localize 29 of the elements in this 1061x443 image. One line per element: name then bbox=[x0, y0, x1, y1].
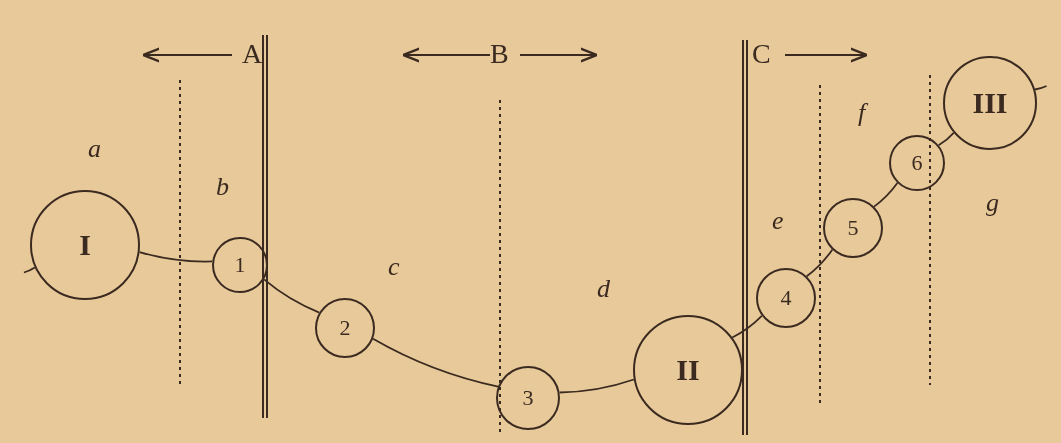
circle-node: 3 bbox=[496, 366, 560, 430]
connector-line bbox=[937, 131, 955, 147]
zone-letter: g bbox=[986, 190, 999, 216]
zone-letter: e bbox=[772, 208, 784, 234]
connector-line bbox=[1034, 85, 1048, 91]
zone-letter: f bbox=[858, 100, 866, 126]
connector-line bbox=[138, 251, 214, 263]
connector-line bbox=[558, 378, 635, 394]
circle-node: II bbox=[633, 315, 743, 425]
connector-line bbox=[372, 337, 499, 388]
circle-node: 4 bbox=[756, 268, 816, 328]
boundary-letter: A bbox=[242, 40, 263, 68]
circle-node: 6 bbox=[889, 135, 945, 191]
connector-line bbox=[805, 248, 834, 278]
connector-line bbox=[263, 278, 321, 314]
connector-line bbox=[873, 182, 899, 208]
boundary-letter: C bbox=[752, 40, 771, 68]
circle-node: 2 bbox=[315, 298, 375, 358]
circle-node: I bbox=[30, 190, 140, 300]
connector-line bbox=[23, 266, 36, 274]
zone-letter: b bbox=[216, 174, 229, 200]
circle-node: 1 bbox=[212, 237, 268, 293]
zone-letter: c bbox=[388, 254, 400, 280]
circle-node: 5 bbox=[823, 198, 883, 258]
connector-line bbox=[731, 314, 763, 339]
zone-letter: d bbox=[597, 276, 610, 302]
circle-node: III bbox=[943, 56, 1037, 150]
boundary-letter: B bbox=[490, 40, 509, 68]
zone-letter: a bbox=[88, 136, 101, 162]
